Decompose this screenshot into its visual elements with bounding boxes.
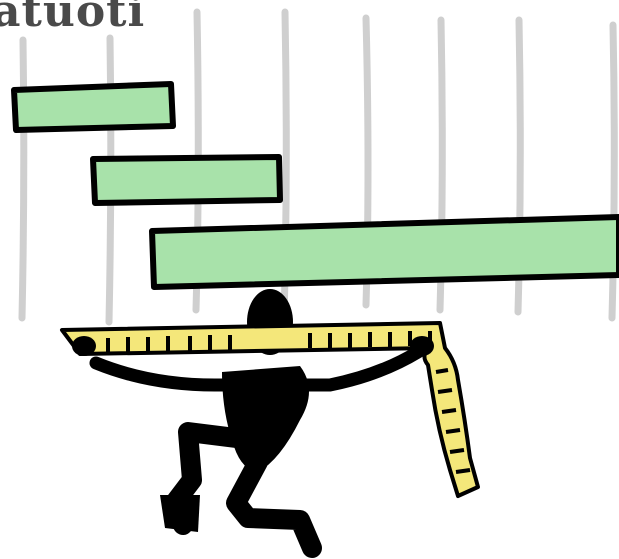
foot — [160, 495, 200, 532]
gantt-bar — [152, 217, 619, 287]
gantt-bar — [93, 157, 280, 203]
gantt-bar — [14, 84, 173, 130]
right-hand — [410, 336, 434, 356]
right-leg — [236, 462, 312, 548]
gantt-bars — [14, 84, 619, 287]
grid-line — [22, 40, 24, 318]
left-hand — [72, 336, 96, 356]
